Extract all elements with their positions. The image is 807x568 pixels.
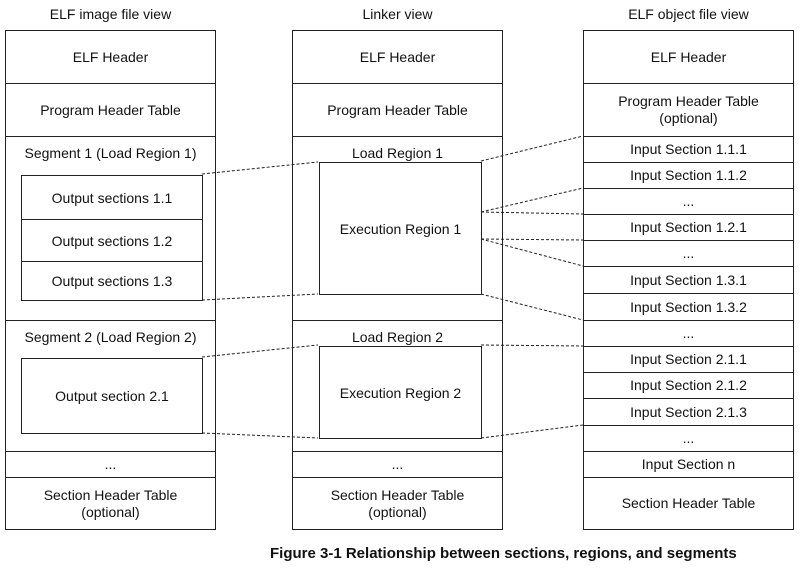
elf-image-view-title: ELF image file view	[49, 6, 172, 22]
output-section-1-1: Output sections 1.1	[22, 176, 202, 220]
execution-region-2-label: Execution Region 2	[339, 384, 462, 401]
load-region-1: Load Region 1	[293, 137, 502, 321]
input-section: Input Section 1.3.2	[584, 294, 793, 321]
ellipsis: ...	[293, 452, 502, 478]
program-header-table: Program Header Table	[6, 84, 215, 137]
segment-1: Segment 1 (Load Region 1)	[6, 137, 215, 321]
program-header-table-optional: (optional)	[659, 110, 718, 126]
ellipsis: ...	[6, 452, 215, 478]
program-header-table: Program Header Table	[293, 84, 502, 137]
input-section: Input Section 1.1.2	[584, 163, 793, 189]
execution-region-1-label: Execution Region 1	[339, 220, 462, 237]
segment-1-label: Segment 1 (Load Region 1)	[24, 145, 197, 161]
section-header-table: Section Header Table (optional)	[6, 478, 215, 529]
load-region-2: Load Region 2	[293, 321, 502, 452]
segment-2-label: Segment 2 (Load Region 2)	[24, 329, 197, 345]
elf-header: ELF Header	[293, 31, 502, 84]
program-header-table: Program Header Table (optional)	[584, 84, 793, 137]
linker-column: ELF Header Program Header Table Load Reg…	[292, 30, 503, 530]
section-header-table: Section Header Table (optional)	[293, 478, 502, 529]
segment-1-output-sections: Output sections 1.1 Output sections 1.2 …	[21, 175, 203, 301]
output-section-2-1: Output section 2.1	[55, 388, 169, 404]
input-section: Input Section 1.1.1	[584, 137, 793, 163]
elf-object-column: ELF Header Program Header Table (optiona…	[583, 30, 794, 530]
input-section: Input Section 1.3.1	[584, 267, 793, 294]
section-header-table-label: Section Header Table	[330, 486, 465, 503]
output-section-1-2: Output sections 1.2	[22, 220, 202, 262]
program-header-table-label: Program Header Table	[618, 93, 759, 109]
input-section: Input Section 2.1.2	[584, 373, 793, 399]
input-section: Input Section 2.1.1	[584, 347, 793, 373]
execution-region-1: Execution Region 1	[319, 162, 482, 295]
input-section: Input Section 1.2.1	[584, 215, 793, 241]
segment-2-output-sections: Output section 2.1	[21, 358, 203, 434]
elf-header: ELF Header	[6, 31, 215, 84]
segment-2: Segment 2 (Load Region 2)	[6, 321, 215, 452]
section-header-table: Section Header Table	[621, 495, 756, 511]
elf-header: ELF Header	[584, 31, 793, 84]
elf-object-view-title: ELF object file view	[628, 6, 749, 22]
input-section-ellipsis: ...	[584, 241, 793, 267]
input-section-ellipsis: ...	[584, 189, 793, 215]
input-section: Input Section 2.1.3	[584, 399, 793, 426]
output-section-1-3: Output sections 1.3	[51, 273, 173, 289]
execution-region-2: Execution Region 2	[319, 346, 482, 439]
section-header-table-optional: (optional)	[368, 503, 427, 520]
section-header-table-label: Section Header Table	[43, 486, 178, 503]
section-header-table-optional: (optional)	[81, 503, 140, 520]
load-region-1-label: Load Region 1	[351, 145, 444, 161]
elf-image-column: ELF Header Program Header Table Segment …	[5, 30, 216, 530]
input-section-ellipsis: ...	[584, 426, 793, 452]
input-section-ellipsis: ...	[584, 321, 793, 347]
input-section: Input Section n	[584, 452, 793, 478]
figure-caption: Figure 3-1 Relationship between sections…	[270, 545, 737, 562]
load-region-2-label: Load Region 2	[351, 329, 444, 345]
linker-view-title: Linker view	[362, 6, 433, 22]
